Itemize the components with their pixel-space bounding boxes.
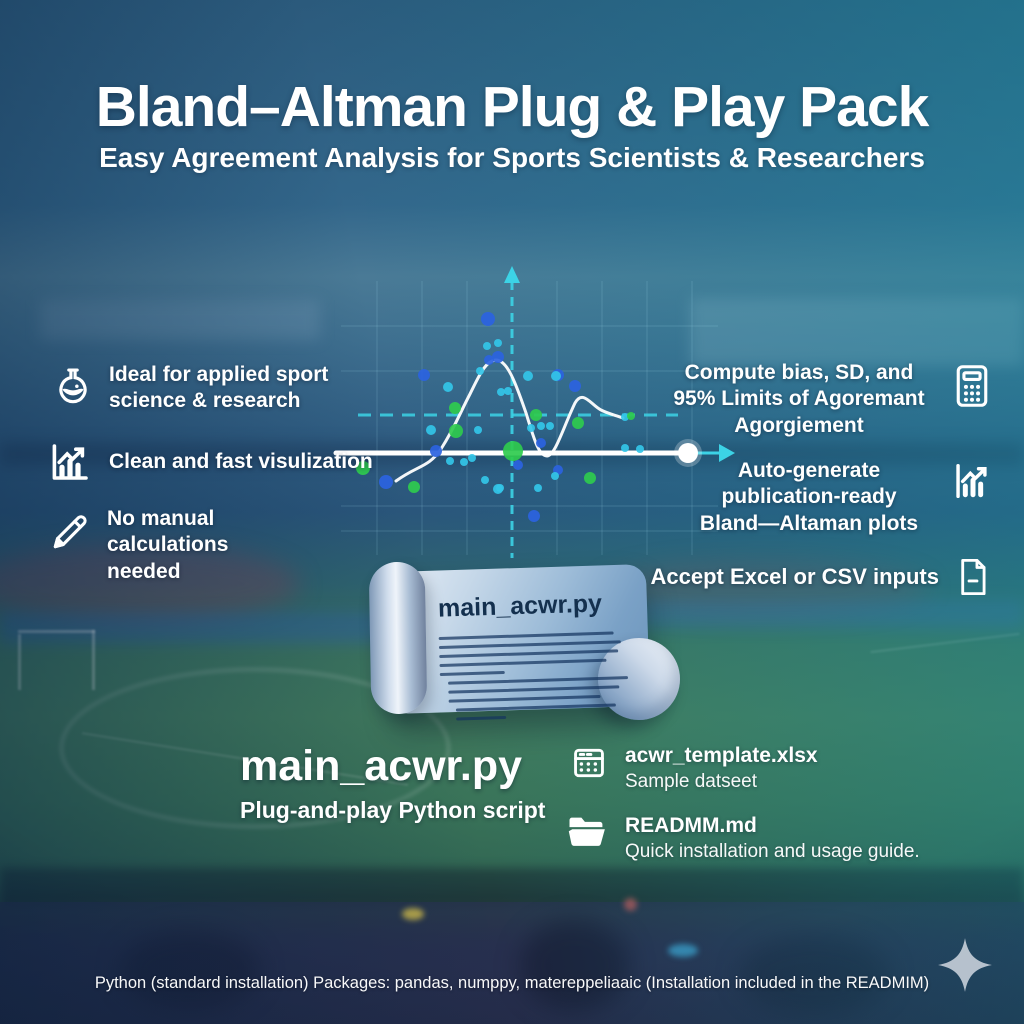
scroll-filename: main_acwr.py — [437, 589, 603, 623]
script-block: main_acwr.py Plug-and-play Python script — [240, 742, 545, 824]
scroll-code-lines — [438, 631, 632, 727]
sparkle-icon — [936, 936, 994, 999]
requirements-footer: Python (standard installation) Packages:… — [94, 974, 930, 992]
feature-compute-bias: Compute bias, SD, and 95% Limits of Agor… — [663, 360, 994, 439]
file-item-readme: READMM.md Quick installation and usage g… — [566, 814, 920, 863]
pencil-icon — [48, 510, 92, 585]
flask-icon — [52, 364, 94, 415]
page-title: Bland–Altman Plug & Play Pack — [95, 75, 930, 139]
feature-text: Accept Excel or CSV inputs — [650, 564, 939, 590]
feature-text: Auto-generate publication-ready Bland—Al… — [699, 459, 919, 535]
document-icon — [954, 556, 992, 598]
spreadsheet-icon — [570, 744, 608, 782]
scroll-roll — [368, 561, 428, 715]
file-name: acwr_template.xlsx — [625, 744, 818, 767]
chart-up-icon — [950, 458, 996, 504]
feature-text: Ideal for applied sport science & resear… — [109, 363, 329, 413]
folder-icon — [566, 814, 608, 850]
bar-chart-icon — [46, 438, 94, 486]
script-filename: main_acwr.py — [240, 742, 523, 790]
feature-text: Compute bias, SD, and 95% Limits of Agor… — [673, 361, 925, 437]
feature-no-manual-calc: No manual calculations needed — [48, 506, 228, 585]
chart-svg — [333, 266, 735, 558]
feature-visualization: Clean and fast visulization — [46, 438, 373, 486]
script-description: Plug-and-play Python script — [240, 797, 546, 823]
python-script-scroll: main_acwr.py — [346, 552, 690, 740]
feature-accept-inputs: Accept Excel or CSV inputs — [650, 556, 992, 598]
feature-applied-sport: Ideal for applied sport science & resear… — [52, 362, 328, 415]
feature-text: Clean and fast visulization — [109, 449, 373, 473]
feature-text: No manual calculations needed — [107, 507, 229, 583]
file-description: Sample datseet — [625, 771, 758, 792]
calculator-icon — [950, 360, 994, 439]
file-item-template: acwr_template.xlsx Sample datseet — [570, 744, 818, 793]
page-subtitle: Easy Agreement Analysis for Sports Scien… — [99, 142, 925, 173]
file-description: Quick installation and usage guide. — [625, 841, 920, 862]
feature-auto-generate: Auto-generate publication-ready Bland—Al… — [683, 458, 996, 537]
file-name: READMM.md — [625, 814, 757, 837]
